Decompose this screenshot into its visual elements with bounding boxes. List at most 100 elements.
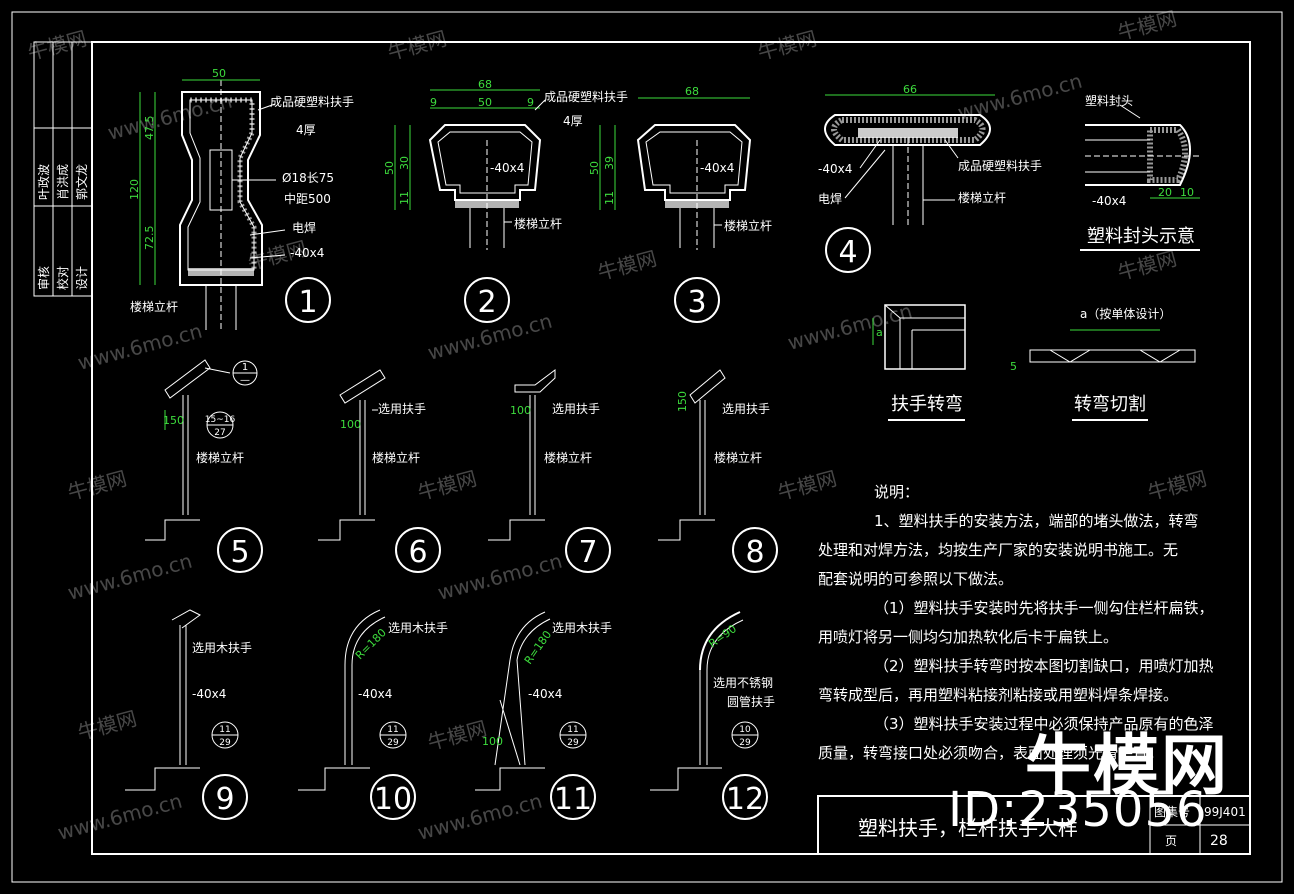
d12-label-hand2: 圆管扶手: [727, 694, 775, 709]
d7-label: 楼梯立杆: [544, 450, 592, 465]
s2-label-handrail: 成品硬塑料扶手: [544, 89, 628, 104]
detail-6: 100 选用扶手 楼梯立杆 6: [318, 369, 441, 573]
s4-label-flat: -40x4: [818, 162, 852, 176]
svg-text:牛模网: 牛模网: [415, 466, 479, 505]
d10-number: 10: [374, 782, 412, 817]
detail-7: 100 选用扶手 楼梯立杆 7: [488, 369, 611, 573]
d12-ref-bot: 29: [739, 738, 751, 748]
d8-label: 楼梯立杆: [714, 450, 762, 465]
d5-number: 5: [230, 535, 249, 570]
d11-label-hand: 选用木扶手: [552, 620, 612, 635]
s3-dim-b: 11: [603, 191, 616, 205]
title-block: 塑料扶手，栏杆扶手大样 图集号 99J401 页 28: [817, 795, 1251, 855]
s1-dim-top: 47.5: [143, 116, 156, 141]
svg-text:www.6mo.cn: www.6mo.cn: [435, 549, 565, 605]
d8-number: 8: [745, 535, 764, 570]
svg-text:牛模网: 牛模网: [755, 26, 819, 65]
d10-label-flat: -40x4: [358, 687, 392, 701]
cap-title: 塑料封头示意: [1087, 226, 1195, 247]
atlas-label: 图集号: [1154, 804, 1190, 819]
detail-12: R=90 选用不锈钢 圆管扶手 10 29 12: [650, 611, 775, 820]
notes-heading: 说明：: [874, 483, 920, 501]
s1-dim-height: 120: [128, 179, 141, 200]
cap-detail: 塑料封头 -40x4 20 10 塑料封头示意: [1080, 93, 1200, 251]
d9-ref-bot: 29: [219, 738, 231, 748]
s2-label-flat: -40x4: [490, 161, 524, 175]
side-text-4: 叶政波: [37, 164, 51, 200]
d11-ref-bot: 29: [567, 738, 579, 748]
svg-text:www.6mo.cn: www.6mo.cn: [55, 789, 185, 845]
detail-11: R=180 100 选用木扶手 -40x4 11 29 11: [475, 611, 612, 820]
svg-text:www.6mo.cn: www.6mo.cn: [75, 319, 205, 375]
bend-title: 扶手转弯: [891, 394, 963, 415]
atlas-number: 99J401: [1204, 805, 1246, 819]
d11-number: 11: [554, 782, 592, 817]
d9-label-flat: -40x4: [192, 687, 226, 701]
inner-frame: [91, 41, 1251, 855]
d7-dim: 100: [510, 404, 531, 417]
notes-line: （1）塑料扶手安装时先将扶手一侧勾住栏杆扁铁，: [874, 599, 1214, 617]
d8-dim: 150: [676, 391, 689, 412]
ref1-top: 1: [242, 362, 248, 373]
s3-dim-a: 39: [603, 156, 616, 170]
d10-ref-top: 11: [387, 725, 398, 735]
svg-text:www.6mo.cn: www.6mo.cn: [415, 789, 545, 845]
notes: 说明： 1、塑料扶手的安装方法，端部的堵头做法，转弯 处理和对焊方法，均按生产厂…: [818, 478, 1238, 768]
notes-line: 弯转成型后，再用塑料粘接剂粘接或用塑料焊条焊接。: [818, 686, 1179, 704]
s1-label-handrail: 成品硬塑料扶手: [270, 94, 354, 109]
s2-dim-height: 50: [383, 161, 396, 175]
side-block: 审核 校对 设计 叶政波 肖洪成 郭文龙: [33, 41, 93, 297]
d12-number: 12: [726, 782, 764, 817]
s2-dim-right: 9: [527, 96, 534, 109]
s2-number: 2: [477, 285, 496, 320]
notes-line: （2）塑料扶手转弯时按本图切割缺口，用喷灯加热: [874, 657, 1214, 675]
s1-dim-width: 50: [212, 67, 226, 80]
d12-radius: R=90: [706, 622, 739, 650]
d5-ref-top: 15~16: [205, 415, 236, 425]
cap-dim-b: 10: [1180, 186, 1194, 199]
s2-dim-a: 30: [398, 156, 411, 170]
d7-label-hand: 选用扶手: [552, 401, 600, 416]
d6-dim: 100: [340, 418, 361, 431]
section-4: 66 -40x4 电焊 成品硬塑料扶手 楼梯立杆 4: [818, 83, 1042, 273]
s4-dim-total: 66: [903, 83, 917, 96]
svg-text:www.6mo.cn: www.6mo.cn: [105, 89, 235, 145]
s3-label-post: 楼梯立杆: [724, 218, 772, 233]
svg-text:牛模网: 牛模网: [385, 26, 449, 65]
section-3: 68 50 39 11 -40x4 楼梯立杆 3: [588, 85, 772, 323]
s3-dim-total: 68: [685, 85, 699, 98]
cut-title: 转弯切割: [1074, 394, 1146, 415]
d5-label: 楼梯立杆: [196, 450, 244, 465]
s2-label-post: 楼梯立杆: [514, 216, 562, 231]
svg-text:牛模网: 牛模网: [1115, 246, 1179, 285]
s1-number: 1: [298, 285, 317, 320]
detail-9: 选用木扶手 -40x4 11 29 9: [125, 609, 252, 820]
s1-label-rod: Ø18长75: [282, 171, 334, 185]
side-text-1: 审核: [36, 266, 51, 290]
svg-text:www.6mo.cn: www.6mo.cn: [785, 299, 915, 355]
s4-label-weld: 电焊: [818, 191, 842, 206]
side-text-3: 设计: [75, 266, 89, 290]
d11-radius: R=180: [522, 628, 554, 666]
notes-line: 配套说明的可参照以下做法。: [818, 570, 1014, 588]
s1-dim-bottom: 72.5: [143, 226, 156, 251]
s4-label-post: 楼梯立杆: [958, 190, 1006, 205]
svg-text:牛模网: 牛模网: [595, 246, 659, 285]
detail-10: R=180 选用木扶手 -40x4 11 29 10: [298, 609, 448, 820]
d11-ref-top: 11: [567, 725, 578, 735]
s1-label-spacing: 中距500: [284, 191, 331, 206]
watermark-id: ID:235056: [948, 782, 1208, 838]
d9-label-hand: 选用木扶手: [192, 640, 252, 655]
section-2: 68 9 50 9 50 30 11 -40x4 成品硬塑料扶手 4厚 楼梯立杆…: [383, 78, 628, 323]
svg-text:牛模网: 牛模网: [75, 706, 139, 745]
s4-number: 4: [838, 235, 857, 270]
d6-number: 6: [408, 535, 427, 570]
detail-5: 1 — 150 15~16 27 楼梯立杆 5: [145, 359, 263, 573]
page-label: 页: [1165, 834, 1177, 848]
drawing-title: 塑料扶手，栏杆扶手大样: [858, 816, 1078, 840]
d9-number: 9: [215, 782, 234, 817]
s2-dim-mid: 50: [478, 96, 492, 109]
d9-ref-top: 11: [219, 725, 230, 735]
watermark-brand: 牛模网: [1025, 727, 1229, 804]
cap-label: 塑料封头: [1085, 93, 1133, 108]
